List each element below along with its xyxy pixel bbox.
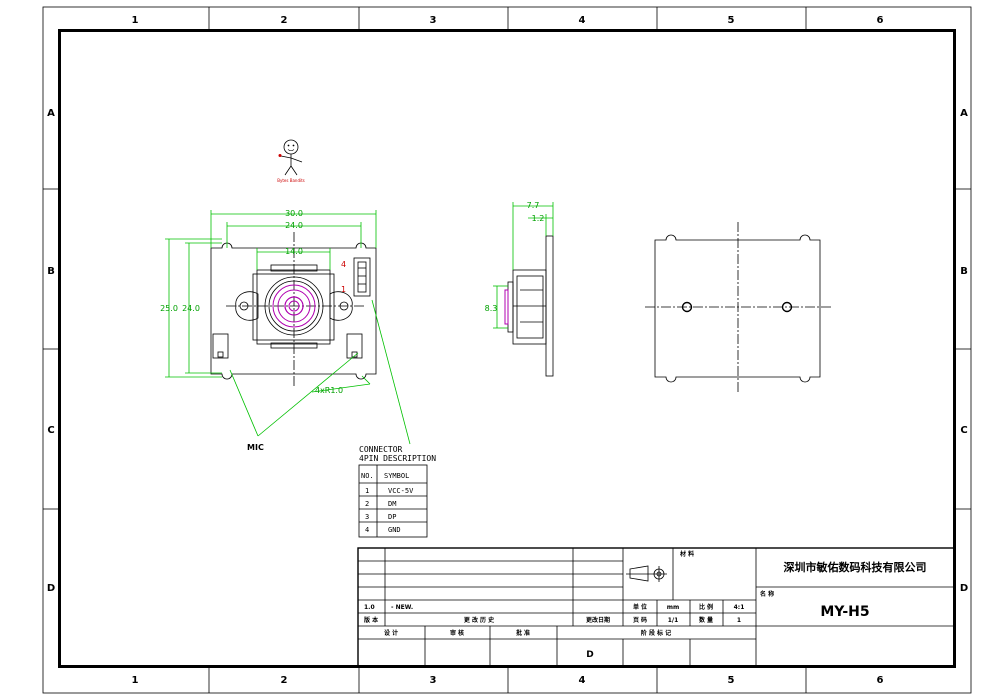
- material-label: 材 料: [679, 550, 694, 558]
- zone-row-a-left: A: [47, 108, 55, 119]
- zone-col-3-bottom: 3: [430, 675, 437, 686]
- design-label: 设 计: [384, 629, 398, 637]
- mic-label: MIC: [247, 443, 264, 452]
- dim-hole-radius: 4xR1.0: [315, 386, 343, 395]
- pin-1-symbol: VCC-5V: [388, 487, 414, 495]
- dim-lens-side: 8.3: [485, 304, 498, 313]
- zone-row-d-left: D: [47, 583, 55, 594]
- review-label: 审 核: [450, 629, 464, 637]
- outer-frame: [42, 6, 972, 694]
- connector-subtitle: 4PIN DESCRIPTION: [359, 454, 436, 463]
- pin-3-no: 3: [365, 513, 369, 521]
- unit-label: 单 位: [633, 603, 647, 611]
- col-no-header: NO.: [361, 472, 374, 480]
- zone-col-1-bottom: 1: [132, 675, 139, 686]
- change-history-label: 更 改 历 史: [464, 616, 495, 624]
- zone-row-b-left: B: [47, 266, 55, 277]
- dim-height-holes: 24.0: [182, 304, 200, 313]
- zone-dividers: [43, 7, 971, 693]
- page-label: 页 码: [633, 616, 647, 624]
- zone-col-2-top: 2: [281, 15, 288, 26]
- name-label: 名 称: [760, 590, 774, 598]
- stage-value: D: [586, 650, 593, 660]
- zone-col-4-bottom: 4: [579, 675, 586, 686]
- dim-lens-width: 14.0: [285, 247, 303, 256]
- connector-pin-mark-4: 4: [341, 260, 346, 269]
- scale-label: 比 例: [699, 603, 713, 611]
- pin-4-no: 4: [365, 526, 369, 534]
- mascot-caption: Bytes Bandits: [277, 178, 305, 183]
- front-view: 4 1: [210, 232, 377, 386]
- rev-no: 1.0: [364, 604, 375, 611]
- qty-value: 1: [737, 617, 741, 624]
- zone-col-5-top: 5: [728, 15, 735, 26]
- zone-labels-right: A B C D: [960, 108, 968, 594]
- col-symbol-header: SYMBOL: [384, 472, 409, 480]
- connector-table: CONNECTOR 4PIN DESCRIPTION NO. SYMBOL 1 …: [358, 445, 436, 538]
- zone-row-c-right: C: [960, 425, 967, 436]
- pin-2-symbol: DM: [388, 500, 396, 508]
- company-name: 深圳市敏佑数码科技有限公司: [784, 560, 927, 574]
- zone-row-d-right: D: [960, 583, 968, 594]
- zone-row-a-right: A: [960, 108, 968, 119]
- zone-col-1-top: 1: [132, 15, 139, 26]
- model-name: MY-H5: [820, 604, 869, 620]
- pin-4-symbol: GND: [388, 526, 401, 534]
- zone-col-5-bottom: 5: [728, 675, 735, 686]
- dim-width-holes: 24.0: [285, 221, 303, 230]
- dim-height-outer: 25.0: [160, 304, 178, 313]
- zone-labels-top: 1 2 3 4 5 6: [132, 15, 884, 26]
- unit-value: mm: [667, 604, 680, 611]
- connector-title: CONNECTOR: [359, 445, 403, 454]
- mascot-logo: Bytes Bandits: [277, 139, 305, 183]
- zone-col-6-bottom: 6: [877, 675, 884, 686]
- qty-label: 数 量: [699, 616, 713, 624]
- pin-2-no: 2: [365, 500, 369, 508]
- pin-3-symbol: DP: [388, 513, 396, 521]
- zone-col-2-bottom: 2: [281, 675, 288, 686]
- rev-desc: - NEW.: [391, 604, 413, 611]
- zone-col-6-top: 6: [877, 15, 884, 26]
- zone-col-4-top: 4: [579, 15, 586, 26]
- zone-row-c-left: C: [47, 425, 54, 436]
- zone-labels-left: A B C D: [47, 108, 55, 594]
- dim-width-outer: 30.0: [285, 209, 303, 218]
- leader-lines: MIC: [229, 299, 411, 452]
- scale-value: 4:1: [734, 604, 745, 611]
- zone-row-b-right: B: [960, 266, 968, 277]
- front-view-dimensions: 30.0 24.0 14.0 25.0 24.0 4xR1.0: [160, 209, 377, 395]
- back-view: [645, 222, 832, 392]
- approve-label: 批 准: [516, 629, 530, 637]
- dim-pcb-thickness: 1.2: [532, 214, 545, 223]
- stage-label: 阶 段 标 记: [641, 629, 671, 637]
- zone-labels-bottom: 1 2 3 4 5 6: [132, 675, 884, 686]
- zone-col-3-top: 3: [430, 15, 437, 26]
- change-date-label: 更改日期: [586, 616, 610, 624]
- connector-pin-mark-1: 1: [341, 285, 346, 294]
- dim-side-depth: 7.7: [527, 201, 540, 210]
- page-value: 1/1: [668, 617, 679, 624]
- side-view: 7.7 1.2 8.3: [485, 201, 554, 377]
- pin-1-no: 1: [365, 487, 369, 495]
- version-label: 版 本: [363, 616, 379, 624]
- title-block: 材 料 深圳市敏佑数码科技有限公司 名 称 MY-H5 1.0 - NEW. 版…: [357, 547, 956, 667]
